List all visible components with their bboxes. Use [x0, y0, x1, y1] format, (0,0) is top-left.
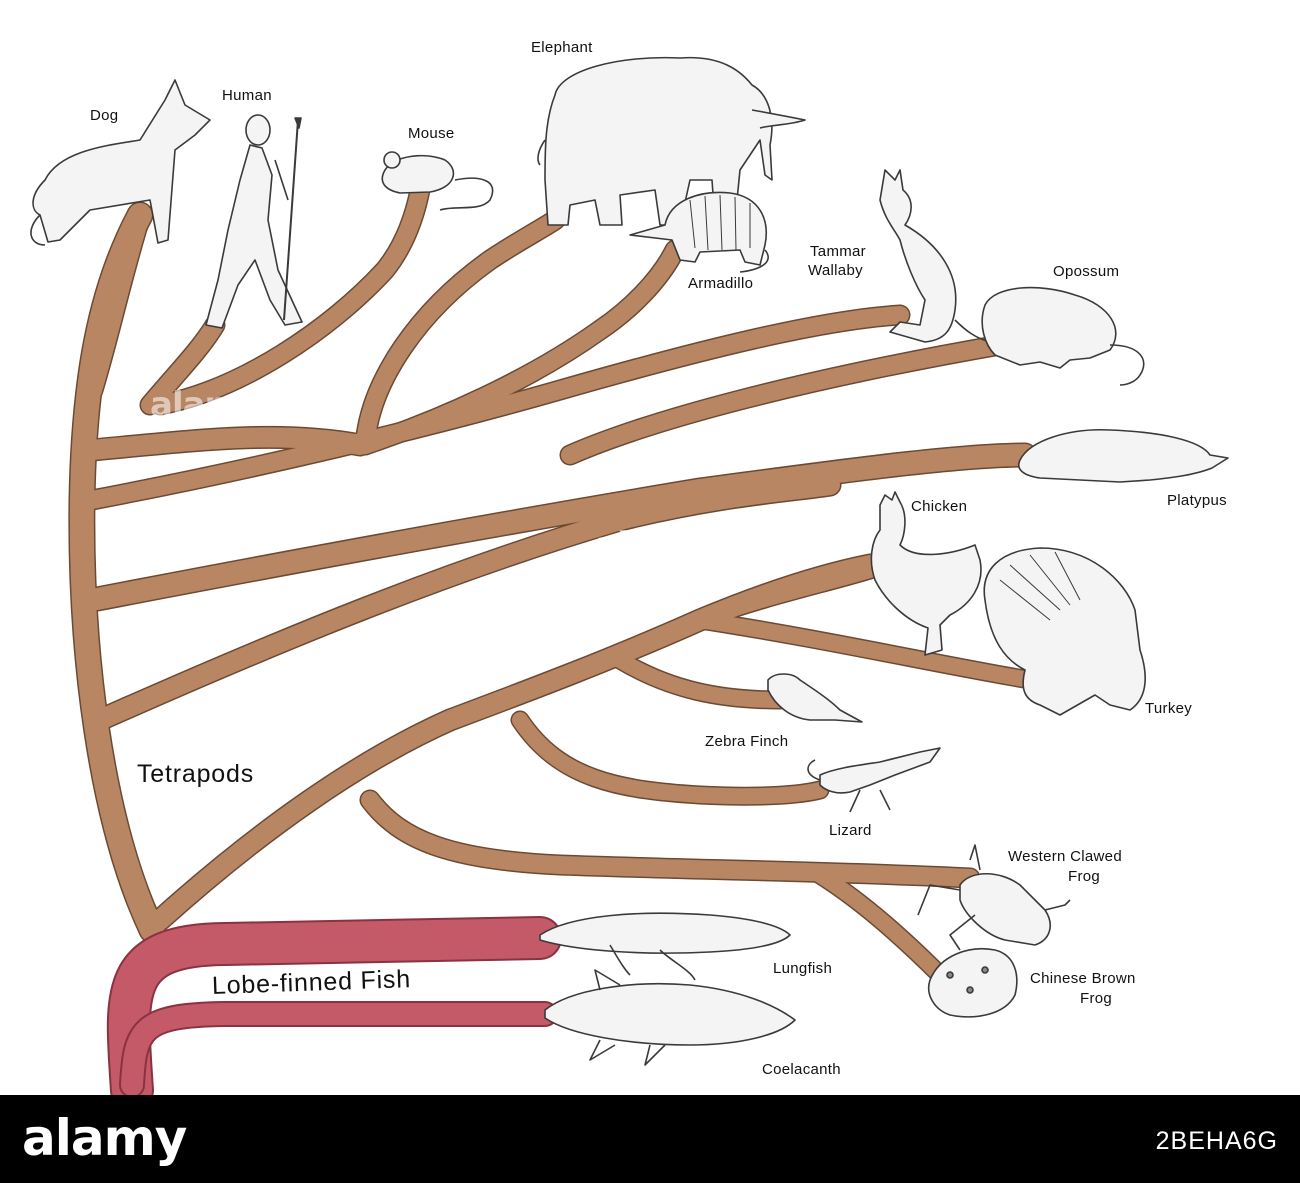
- dog-label: Dog: [90, 107, 119, 124]
- platypus-label: Platypus: [1167, 492, 1227, 509]
- frog-sketch-icon: [928, 948, 1018, 1018]
- chicken-sketch-icon: [870, 491, 982, 656]
- opossum-sketch-icon: [981, 286, 1145, 386]
- watermark-text: alamy: [595, 525, 706, 565]
- chinese-brown-frog-label-line1: Chinese Brown: [1030, 970, 1136, 987]
- turkey-sketch-icon: [983, 547, 1146, 716]
- turkey-label: Turkey: [1145, 700, 1193, 717]
- branch-opossum: [561, 336, 1009, 464]
- watermark-footer: alamy 2BEHA6G: [0, 1095, 1300, 1183]
- branch-dog: [82, 205, 150, 400]
- western-clawed-frog-label-line1: Western Clawed: [1008, 848, 1122, 865]
- branch-chinese-frog: [812, 867, 948, 983]
- branch-turkey: [692, 612, 1038, 688]
- lizard-label: Lizard: [829, 822, 872, 839]
- human-label: Human: [222, 87, 272, 104]
- image-id: 2BEHA6G: [1155, 1127, 1278, 1155]
- zebra-finch-label: Zebra Finch: [705, 733, 789, 750]
- western-clawed-frog-label-line2: Frog: [1068, 868, 1101, 885]
- coelacanth-sketch-icon: [544, 969, 796, 1066]
- platypus-sketch-icon: [1018, 428, 1229, 483]
- elephant-sketch-icon: [537, 56, 806, 226]
- armadillo-sketch-icon: [629, 191, 769, 273]
- lungfish-sketch-icon: [539, 912, 791, 981]
- dog-sketch-icon: [30, 79, 211, 246]
- branch-wallaby: [83, 306, 909, 509]
- opossum-label: Opossum: [1053, 263, 1120, 280]
- coelacanth-label: Coelacanth: [762, 1061, 841, 1078]
- phylogenetic-tree: [30, 56, 1229, 1095]
- armadillo-label: Armadillo: [688, 275, 754, 292]
- mouse-label: Mouse: [408, 125, 455, 142]
- mouse-sketch-icon: [381, 151, 494, 211]
- finch-sketch-icon: [767, 673, 863, 723]
- chicken-label: Chicken: [911, 498, 968, 515]
- branch-chicken: [692, 562, 878, 628]
- elephant-label: Elephant: [531, 39, 593, 56]
- branch-elephant: [356, 211, 564, 454]
- branch-platypus: [81, 444, 1036, 611]
- branch-finch: [612, 652, 788, 708]
- brand-logo: alamy: [22, 1109, 187, 1167]
- branch-bird-root: [90, 475, 840, 730]
- branch-mouse: [151, 181, 429, 414]
- tammar-wallaby-label-line1: Tammar: [810, 243, 866, 260]
- lungfish-label: Lungfish: [773, 960, 833, 977]
- tetrapods-label: Tetrapods: [137, 760, 254, 788]
- watermark-text: alamy: [150, 385, 261, 425]
- fish-branches: [106, 916, 562, 1095]
- tetrapod-branches: [69, 181, 1038, 983]
- lizard-sketch-icon: [807, 747, 941, 813]
- tammar-wallaby-label-line2: Wallaby: [808, 262, 863, 279]
- chinese-brown-frog-label-line2: Frog: [1080, 990, 1113, 1007]
- branch-lizard: [512, 712, 828, 805]
- branch-amphibian: [361, 791, 979, 887]
- branch-human: [141, 316, 224, 414]
- human-sketch-icon: [205, 114, 303, 329]
- frog-sketch-icon: [917, 844, 1071, 951]
- branch-mouse-base: [82, 427, 370, 460]
